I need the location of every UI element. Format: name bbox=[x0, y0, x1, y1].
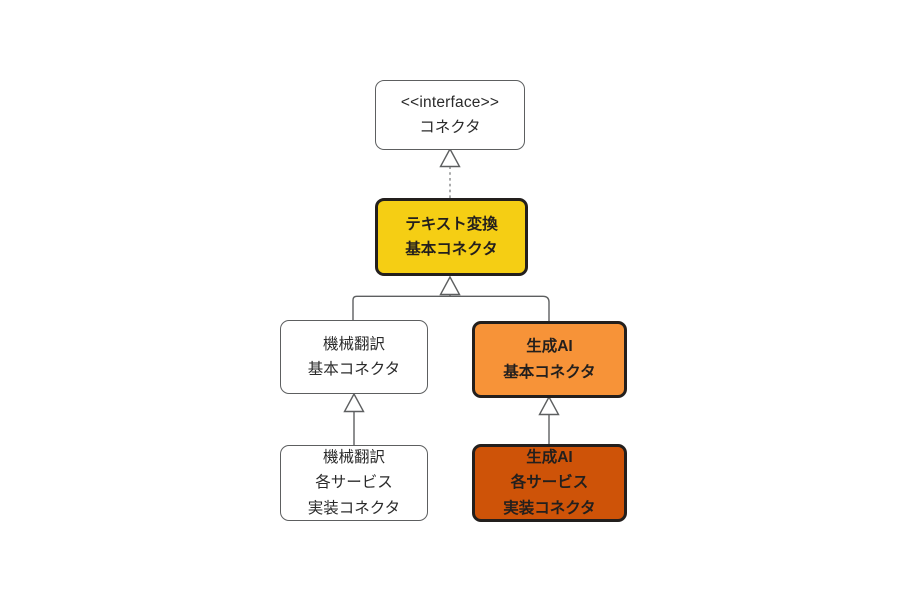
class-node-stereotype: <<interface>> bbox=[400, 93, 500, 111]
class-node-detail: 実装コネクタ bbox=[307, 499, 401, 517]
class-node-subtitle: 基本コネクタ bbox=[307, 361, 401, 378]
class-node-interface-connector[interactable]: <<interface>> コネクタ bbox=[375, 80, 525, 150]
class-node-title: テキスト変換 bbox=[405, 215, 498, 233]
class-node-subtitle: 各サービス bbox=[510, 474, 589, 492]
class-node-machine-translation-base-connector[interactable]: 機械翻訳 基本コネクタ bbox=[280, 320, 428, 394]
class-node-subtitle: 基本コネクタ bbox=[405, 241, 498, 258]
edge-generalization-children-to-text bbox=[352, 275, 550, 321]
edge-generalization-mtimpl-to-mtbase bbox=[343, 392, 365, 445]
class-node-machine-translation-impl-connector[interactable]: 機械翻訳 各サービス 実装コネクタ bbox=[280, 445, 428, 521]
class-node-title: 生成AI bbox=[526, 449, 573, 467]
edge-generalization-genaiimpl-to-genaibase bbox=[538, 395, 560, 444]
class-node-title: 機械翻訳 bbox=[322, 449, 385, 467]
edge-realization-text-to-interface bbox=[439, 147, 461, 198]
class-node-generative-ai-impl-connector[interactable]: 生成AI 各サービス 実装コネクタ bbox=[472, 444, 627, 522]
class-node-subtitle: 基本コネクタ bbox=[503, 363, 596, 381]
class-node-detail: 実装コネクタ bbox=[503, 499, 596, 517]
class-node-title: コネクタ bbox=[419, 119, 481, 136]
class-node-subtitle: 各サービス bbox=[315, 474, 393, 492]
class-node-text-conversion-base-connector[interactable]: テキスト変換 基本コネクタ bbox=[375, 198, 528, 276]
class-node-title: 機械翻訳 bbox=[322, 335, 385, 353]
class-node-title: 生成AI bbox=[526, 338, 573, 356]
class-node-generative-ai-base-connector[interactable]: 生成AI 基本コネクタ bbox=[472, 321, 627, 398]
